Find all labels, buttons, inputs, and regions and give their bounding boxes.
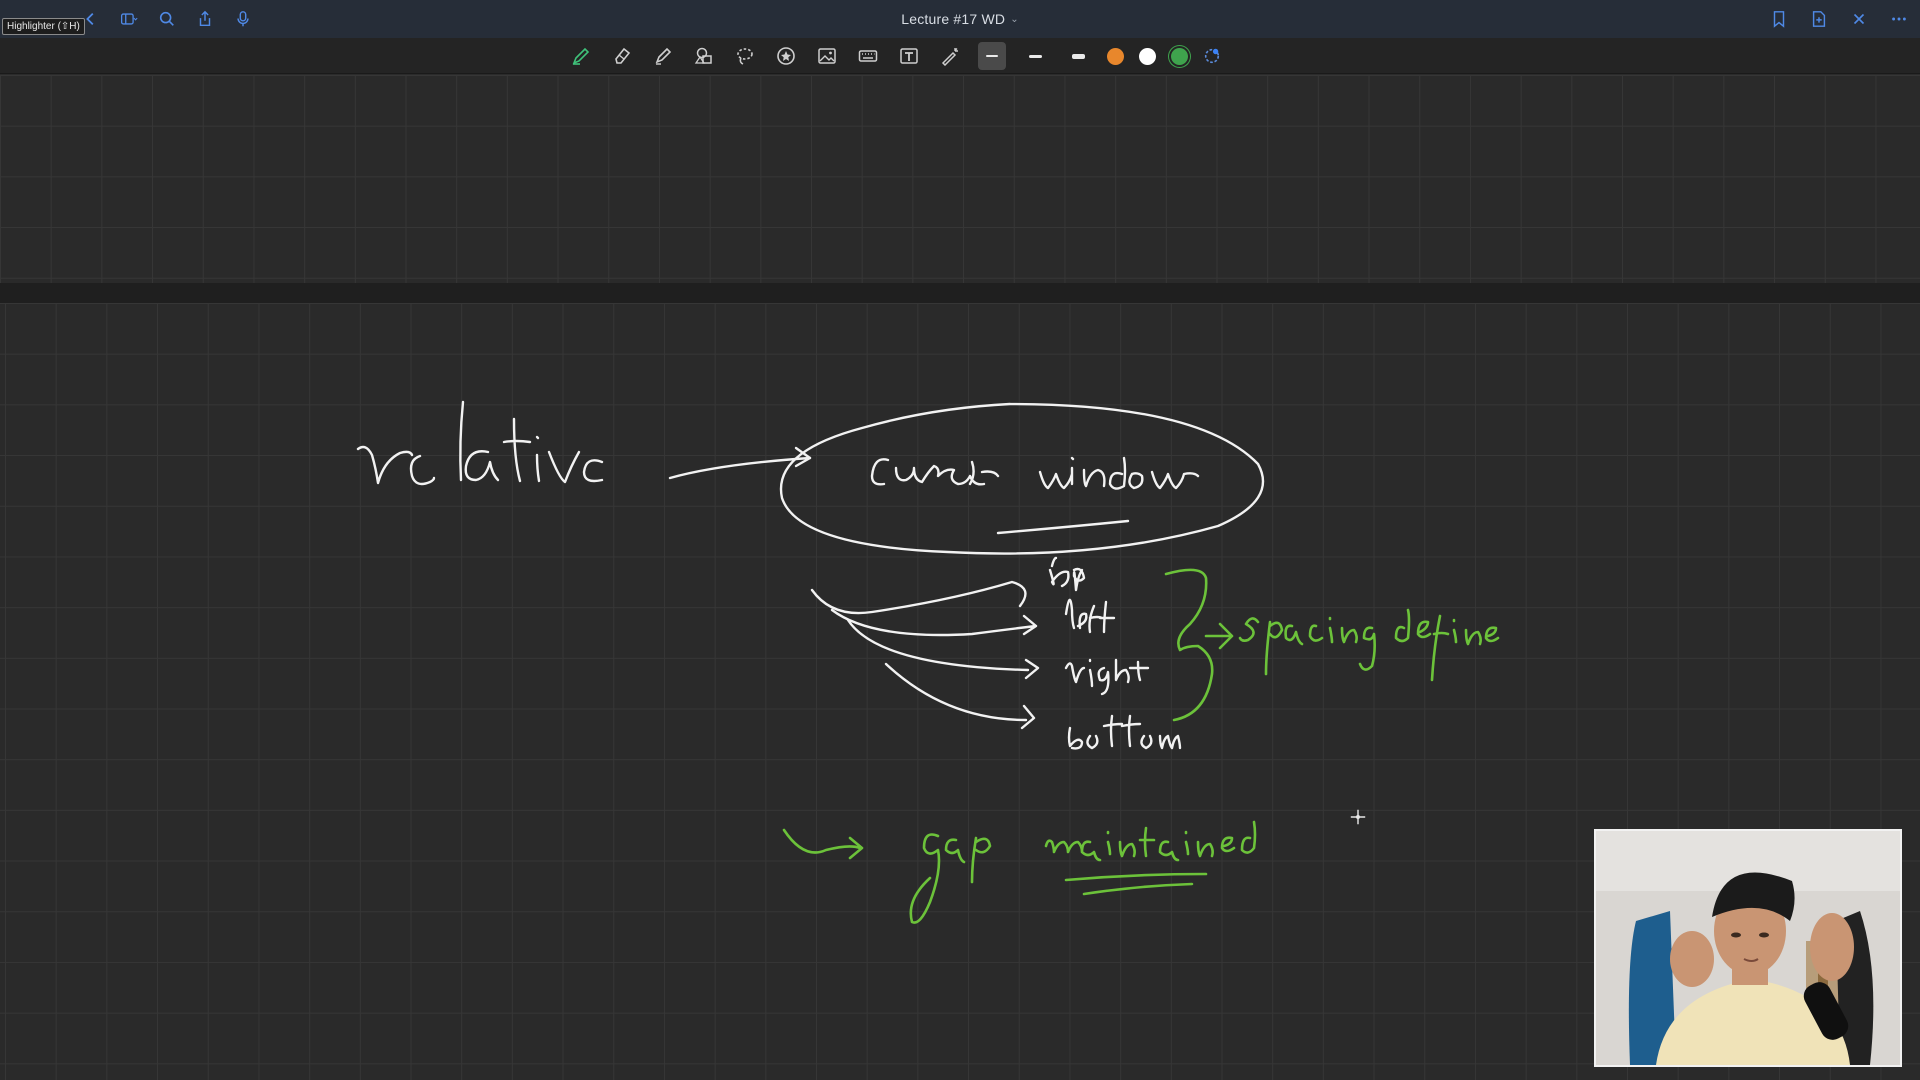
search-icon[interactable] — [156, 8, 178, 30]
more-icon[interactable] — [1888, 8, 1910, 30]
document-title: Lecture #17 WD — [901, 11, 1006, 27]
stroke-thick-line — [1071, 53, 1085, 59]
stroke-medium-line — [1028, 54, 1042, 58]
back-chevron-icon[interactable] — [80, 8, 102, 30]
color-swatch-green[interactable] — [1171, 47, 1188, 65]
text-box-icon[interactable] — [896, 43, 922, 69]
bookmark-icon[interactable] — [1768, 8, 1790, 30]
webcam-video-overlay — [1594, 829, 1902, 1067]
page-separator — [0, 283, 1920, 303]
document-title-button[interactable]: Lecture #17 WD ⌄ — [901, 11, 1019, 27]
chevron-down-icon: ⌄ — [1010, 13, 1019, 25]
titlebar-right-actions — [1768, 0, 1910, 38]
lasso-icon[interactable] — [732, 43, 758, 69]
microphone-icon[interactable] — [232, 8, 254, 30]
pen-tool-icon[interactable] — [568, 43, 594, 69]
sticker-icon[interactable] — [773, 43, 799, 69]
stroke-thin-line — [986, 55, 998, 57]
laser-pointer-icon[interactable] — [937, 43, 963, 69]
share-icon[interactable] — [194, 8, 216, 30]
stroke-medium-button[interactable] — [1021, 42, 1049, 70]
presenter-video-image — [1596, 831, 1900, 1065]
color-swatch-white[interactable] — [1139, 47, 1156, 65]
color-picker-icon[interactable] — [1203, 43, 1221, 69]
eraser-icon[interactable] — [609, 43, 635, 69]
document-title-area: Lecture #17 WD ⌄ — [0, 0, 1920, 38]
titlebar-left-actions — [80, 0, 254, 38]
canvas-previous-page[interactable] — [0, 75, 1920, 283]
title-bar: Lecture #17 WD ⌄ — [0, 0, 1920, 38]
image-icon[interactable] — [814, 43, 840, 69]
keyboard-icon[interactable] — [855, 43, 881, 69]
shapes-icon[interactable] — [691, 43, 717, 69]
sidebar-icon[interactable] — [118, 8, 140, 30]
drawing-toolbar — [0, 38, 1920, 74]
stroke-thin-button[interactable] — [978, 42, 1006, 70]
stroke-thick-button[interactable] — [1064, 42, 1092, 70]
highlighter-tooltip: Highlighter (⇧H) — [2, 18, 85, 35]
highlighter-icon[interactable] — [650, 43, 676, 69]
color-swatch-orange[interactable] — [1107, 47, 1124, 65]
close-icon[interactable] — [1848, 8, 1870, 30]
move-cursor-icon — [1349, 808, 1367, 826]
add-page-icon[interactable] — [1808, 8, 1830, 30]
